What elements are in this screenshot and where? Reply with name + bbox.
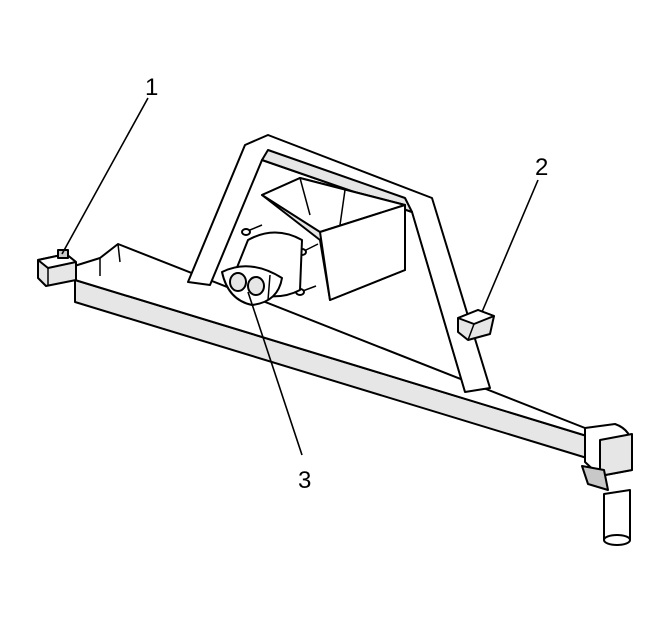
hitch-receptacle: [221, 231, 303, 306]
callout-1-leader: [61, 97, 149, 255]
mounting-bracket: [261, 177, 406, 301]
callout-3-leader: [247, 291, 303, 456]
right-side-clip: [457, 309, 495, 341]
callout-3-label: 3: [298, 467, 311, 494]
callout-2-label: 2: [535, 154, 548, 181]
callout-2-leader: [481, 179, 539, 313]
callout-1-label: 1: [145, 74, 158, 101]
right-end-post: [581, 423, 633, 546]
left-end-clip: [37, 249, 77, 287]
